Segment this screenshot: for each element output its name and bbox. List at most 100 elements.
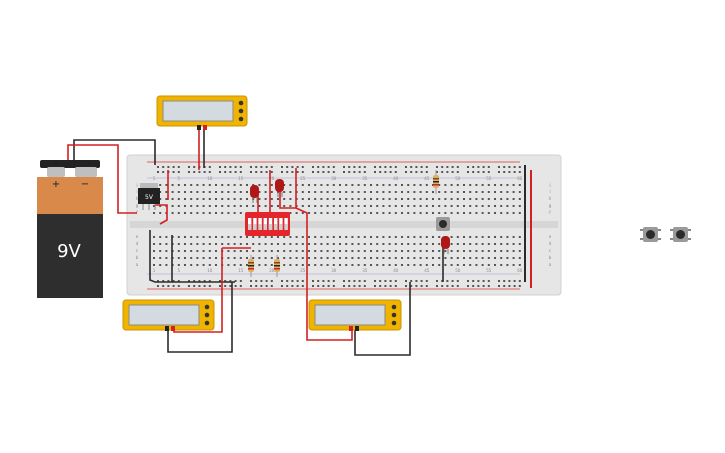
breadboard-hole[interactable] [320, 250, 323, 252]
breadboard-hole[interactable] [258, 236, 261, 238]
breadboard-hole[interactable] [469, 236, 472, 238]
breadboard-hole[interactable] [190, 205, 193, 207]
breadboard-hole[interactable] [487, 205, 490, 207]
breadboard-hole[interactable] [407, 212, 410, 214]
breadboard-hole[interactable] [314, 191, 317, 193]
breadboard-hole[interactable] [357, 212, 360, 214]
breadboard-hole[interactable] [513, 171, 516, 173]
breadboard-hole[interactable] [500, 184, 503, 186]
breadboard-hole[interactable] [384, 280, 387, 282]
breadboard-hole[interactable] [410, 171, 413, 173]
breadboard-hole[interactable] [184, 205, 186, 207]
breadboard-hole[interactable] [512, 184, 515, 186]
breadboard-hole[interactable] [239, 243, 242, 245]
breadboard-hole[interactable] [320, 184, 323, 186]
pushbutton-offboard-2[interactable] [670, 227, 691, 242]
breadboard-hole[interactable] [171, 184, 174, 186]
breadboard-hole[interactable] [219, 280, 221, 282]
breadboard-hole[interactable] [512, 257, 515, 259]
breadboard-hole[interactable] [506, 257, 509, 259]
breadboard-hole[interactable] [475, 205, 478, 207]
breadboard-hole[interactable] [255, 285, 258, 287]
breadboard-hole[interactable] [339, 205, 341, 207]
breadboard-hole[interactable] [270, 184, 273, 186]
breadboard-hole[interactable] [413, 264, 416, 266]
breadboard-hole[interactable] [281, 166, 283, 168]
breadboard-hole[interactable] [345, 236, 348, 238]
breadboard-hole[interactable] [494, 236, 496, 238]
breadboard-hole[interactable] [260, 280, 263, 282]
breadboard-hole[interactable] [327, 280, 330, 282]
breadboard-hole[interactable] [317, 280, 320, 282]
breadboard-hole[interactable] [326, 236, 329, 238]
breadboard-hole[interactable] [332, 243, 335, 245]
breadboard-hole[interactable] [345, 264, 348, 266]
breadboard-hole[interactable] [202, 198, 205, 200]
breadboard-hole[interactable] [419, 212, 422, 214]
breadboard-hole[interactable] [326, 205, 329, 207]
breadboard-hole[interactable] [425, 166, 428, 168]
breadboard-hole[interactable] [358, 285, 361, 287]
breadboard-hole[interactable] [308, 243, 310, 245]
breadboard-hole[interactable] [415, 285, 418, 287]
breadboard-hole[interactable] [353, 171, 356, 173]
breadboard-hole[interactable] [419, 191, 422, 193]
breadboard-hole[interactable] [246, 257, 248, 259]
breadboard-hole[interactable] [363, 171, 366, 173]
breadboard-hole[interactable] [153, 250, 155, 252]
breadboard-hole[interactable] [270, 166, 273, 168]
breadboard-hole[interactable] [332, 198, 335, 200]
breadboard-hole[interactable] [265, 166, 268, 168]
breadboard-hole[interactable] [512, 264, 515, 266]
breadboard-hole[interactable] [441, 166, 444, 168]
breadboard-hole[interactable] [233, 236, 236, 238]
breadboard-hole[interactable] [162, 171, 165, 173]
breadboard-hole[interactable] [363, 264, 366, 266]
breadboard-hole[interactable] [348, 166, 351, 168]
breadboard-hole[interactable] [363, 280, 366, 282]
breadboard-hole[interactable] [477, 285, 480, 287]
breadboard-hole[interactable] [202, 250, 205, 252]
breadboard-hole[interactable] [407, 236, 410, 238]
breadboard-hole[interactable] [518, 280, 521, 282]
breadboard-hole[interactable] [196, 257, 199, 259]
breadboard-hole[interactable] [208, 212, 211, 214]
breadboard-hole[interactable] [208, 184, 211, 186]
breadboard-hole[interactable] [419, 250, 422, 252]
breadboard-hole[interactable] [345, 191, 348, 193]
breadboard-hole[interactable] [420, 171, 423, 173]
breadboard-hole[interactable] [351, 264, 354, 266]
breadboard-hole[interactable] [503, 171, 506, 173]
breadboard-hole[interactable] [500, 212, 503, 214]
breadboard-hole[interactable] [345, 198, 348, 200]
breadboard-hole[interactable] [456, 198, 459, 200]
breadboard-hole[interactable] [270, 257, 273, 259]
breadboard-hole[interactable] [413, 250, 416, 252]
breadboard-hole[interactable] [487, 243, 490, 245]
breadboard-hole[interactable] [401, 257, 403, 259]
breadboard-hole[interactable] [469, 243, 472, 245]
breadboard-hole[interactable] [498, 280, 500, 282]
breadboard-hole[interactable] [233, 212, 236, 214]
breadboard-hole[interactable] [317, 166, 320, 168]
breadboard-hole[interactable] [345, 257, 348, 259]
breadboard-hole[interactable] [494, 257, 496, 259]
breadboard-hole[interactable] [196, 212, 199, 214]
breadboard-hole[interactable] [348, 171, 351, 173]
breadboard-hole[interactable] [469, 205, 472, 207]
breadboard-hole[interactable] [472, 280, 475, 282]
breadboard-hole[interactable] [221, 243, 224, 245]
breadboard-hole[interactable] [177, 198, 180, 200]
breadboard-hole[interactable] [221, 236, 224, 238]
breadboard-hole[interactable] [277, 205, 279, 207]
breadboard-hole[interactable] [326, 243, 329, 245]
breadboard-hole[interactable] [382, 205, 385, 207]
breadboard-hole[interactable] [296, 285, 299, 287]
breadboard-hole[interactable] [188, 285, 190, 287]
breadboard-hole[interactable] [374, 166, 376, 168]
breadboard-hole[interactable] [469, 257, 472, 259]
breadboard-hole[interactable] [277, 236, 279, 238]
breadboard-hole[interactable] [252, 236, 255, 238]
breadboard-hole[interactable] [221, 212, 224, 214]
breadboard-hole[interactable] [512, 243, 515, 245]
